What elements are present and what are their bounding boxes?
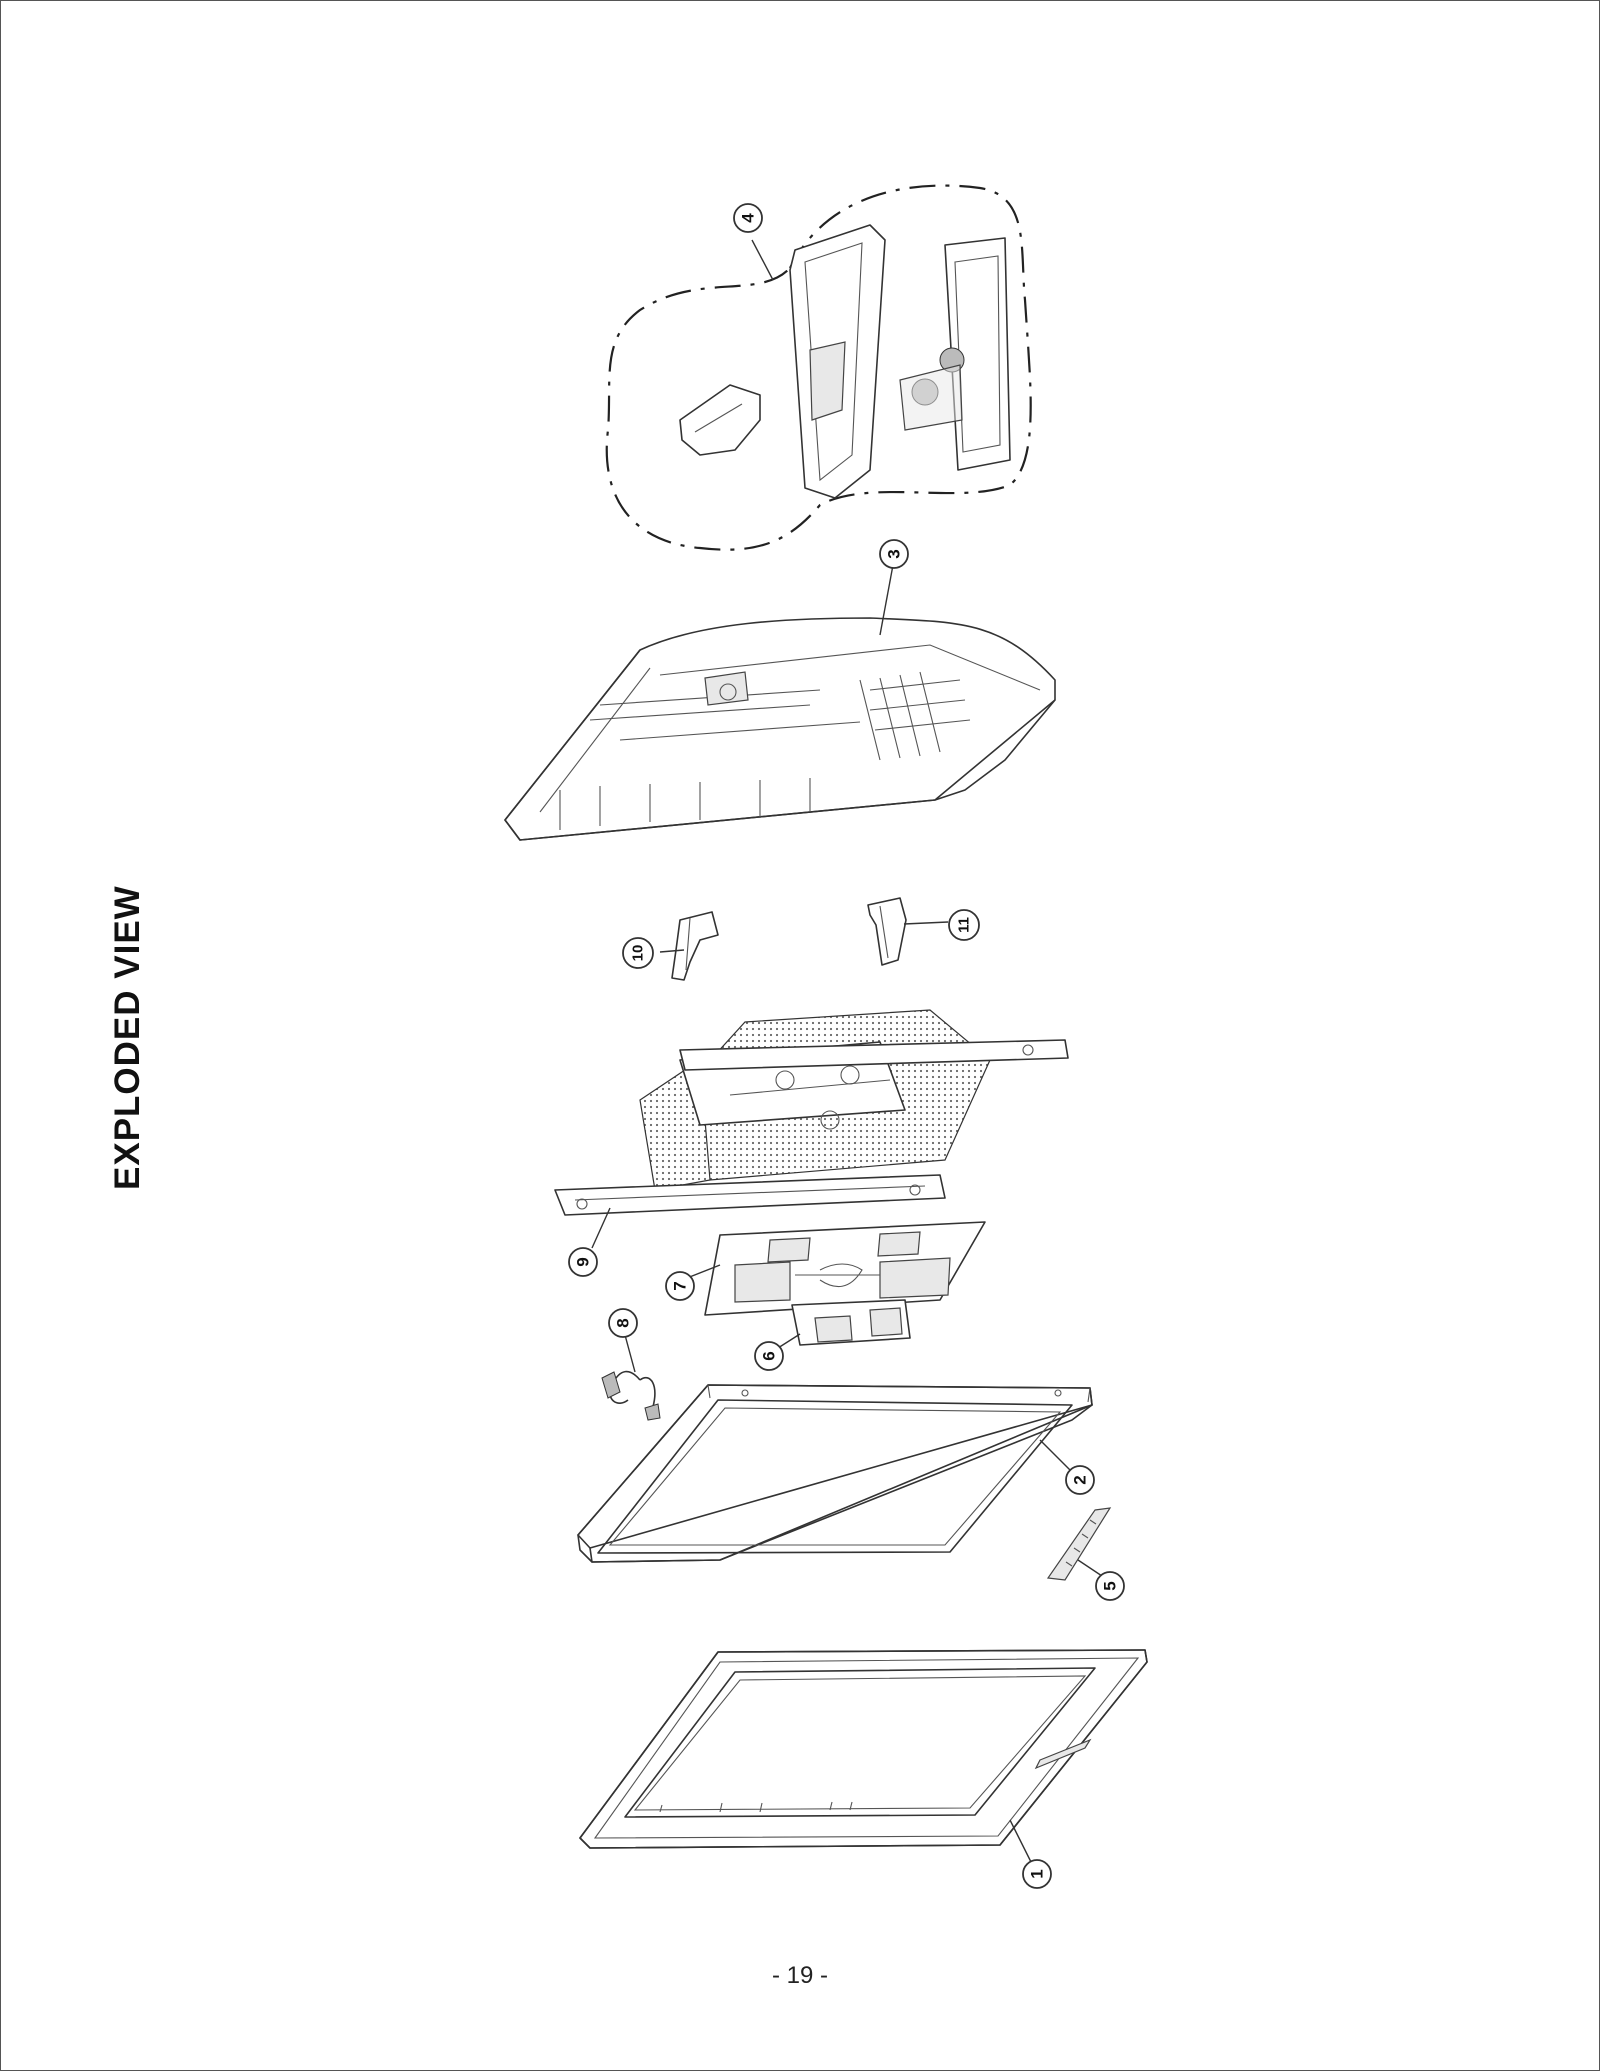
callout-1-label: 1 [1028, 1869, 1047, 1878]
part-8-cable [601, 1334, 661, 1421]
page-number: - 19 - [771, 1962, 828, 1989]
part-11-bracket [867, 897, 949, 966]
callout-9-label: 9 [574, 1257, 593, 1266]
callout-8: 8 [608, 1308, 638, 1338]
callout-7: 7 [665, 1271, 695, 1301]
callout-11-label: 11 [956, 917, 973, 933]
callout-2: 2 [1065, 1465, 1095, 1495]
callout-6-label: 6 [760, 1351, 779, 1360]
callout-2-label: 2 [1071, 1475, 1090, 1484]
callout-7-label: 7 [671, 1281, 690, 1290]
callout-11: 11 [948, 909, 980, 941]
part-9-main-chassis [554, 1009, 1069, 1249]
part-3-rear-cover [504, 564, 1056, 841]
callout-3-label: 3 [885, 549, 904, 558]
part-6-interface-board [777, 1299, 911, 1349]
part-1-front-bezel [579, 1649, 1148, 1871]
part-10-bracket [659, 911, 719, 981]
callout-9: 9 [568, 1247, 598, 1277]
callout-4-label: 4 [739, 213, 758, 223]
part-4-stand-assembly [605, 184, 1032, 551]
callout-10-label: 10 [630, 945, 647, 962]
callout-8-label: 8 [614, 1318, 633, 1327]
callout-5: 5 [1095, 1571, 1125, 1601]
part-2-lcd-panel [577, 1384, 1093, 1563]
part-5-control-pcb [1046, 1507, 1112, 1581]
callout-1: 1 [1022, 1859, 1052, 1889]
callout-6: 6 [754, 1341, 784, 1371]
callout-5-label: 5 [1101, 1581, 1120, 1590]
callout-10: 10 [622, 937, 654, 969]
callout-4: 4 [733, 203, 763, 233]
callout-3: 3 [879, 539, 909, 569]
part-7-main-board [681, 1221, 986, 1316]
